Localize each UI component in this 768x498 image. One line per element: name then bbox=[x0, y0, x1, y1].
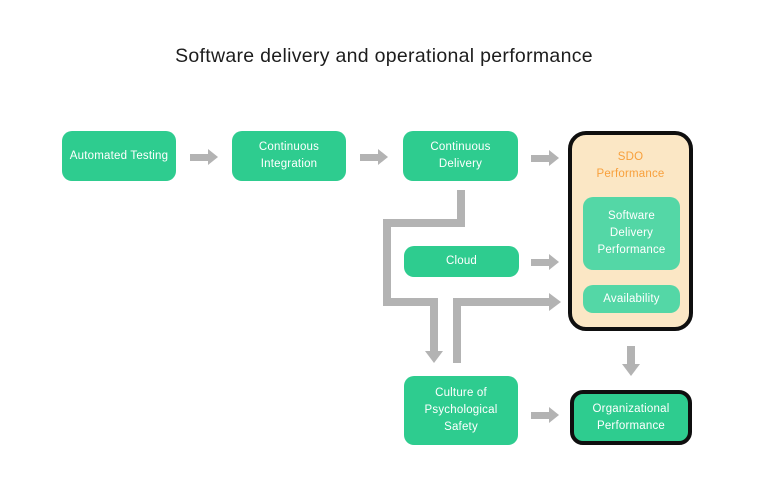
node-continuous-integration: Continuous Integration bbox=[232, 131, 346, 181]
connector-sdo-to-org-shaft bbox=[627, 346, 635, 364]
connector-cd-to-culture-seg-right bbox=[383, 298, 438, 306]
node-continuous-delivery: Continuous Delivery bbox=[403, 131, 518, 181]
node-software-delivery-performance-label: Software Delivery Performance bbox=[597, 210, 666, 256]
connector-culture-to-availability-seg-right bbox=[453, 298, 549, 306]
connector-cd-to-culture-seg-down2 bbox=[383, 219, 391, 306]
connector-culture-to-availability-seg-up bbox=[453, 298, 461, 363]
arrow-shaft bbox=[190, 153, 208, 161]
arrow-shaft bbox=[531, 258, 549, 266]
arrow-head-down-into-culture-icon bbox=[425, 351, 443, 363]
arrow-head-icon bbox=[549, 254, 559, 270]
arrow-shaft bbox=[360, 153, 378, 161]
node-sdo-performance-group: SDO Performance Software Delivery Perfor… bbox=[568, 131, 693, 331]
arrow-head-icon bbox=[549, 150, 559, 166]
arrow-head-icon bbox=[549, 407, 559, 423]
connector-cd-to-culture-seg-left bbox=[383, 219, 465, 227]
arrow-culture-to-organizational-performance-icon bbox=[531, 407, 559, 423]
node-cloud-label: Cloud bbox=[445, 255, 478, 268]
arrow-shaft bbox=[531, 411, 549, 419]
diagram-title: Software delivery and operational perfor… bbox=[175, 45, 593, 67]
node-availability: Availability bbox=[583, 285, 680, 313]
node-automated-testing-label: Automated Testing bbox=[69, 149, 169, 162]
arrow-continuous-integration-to-continuous-delivery-icon bbox=[360, 149, 388, 165]
node-availability-label: Availability bbox=[603, 292, 660, 305]
arrow-automated-testing-to-continuous-integration-icon bbox=[190, 149, 218, 165]
node-software-delivery-performance: Software Delivery Performance bbox=[583, 197, 680, 270]
connector-cd-to-culture-seg-down1 bbox=[457, 190, 465, 227]
node-continuous-delivery-label: Continuous Delivery bbox=[430, 141, 491, 170]
node-automated-testing: Automated Testing bbox=[62, 131, 176, 181]
arrow-head-icon bbox=[208, 149, 218, 165]
arrow-head-right-into-availability-icon bbox=[549, 293, 561, 311]
node-continuous-integration-label: Continuous Integration bbox=[258, 141, 320, 170]
node-cloud: Cloud bbox=[404, 246, 519, 277]
arrow-shaft bbox=[531, 154, 549, 162]
arrow-head-down-into-org-performance-icon bbox=[622, 364, 640, 376]
sdo-performance-label: SDO Performance bbox=[596, 151, 665, 181]
connector-cd-to-culture-seg-down3 bbox=[430, 298, 438, 351]
arrow-continuous-delivery-to-sdo-performance-icon bbox=[531, 150, 559, 166]
arrow-cloud-to-software-delivery-performance-icon bbox=[531, 254, 559, 270]
arrow-head-icon bbox=[378, 149, 388, 165]
node-organizational-performance: Organizational Performance bbox=[570, 390, 692, 445]
node-culture-of-psychological-safety: Culture of Psychological Safety bbox=[404, 376, 518, 445]
node-organizational-performance-label: Organizational Performance bbox=[592, 402, 670, 432]
node-culture-of-psychological-safety-label: Culture of Psychological Safety bbox=[424, 387, 498, 433]
